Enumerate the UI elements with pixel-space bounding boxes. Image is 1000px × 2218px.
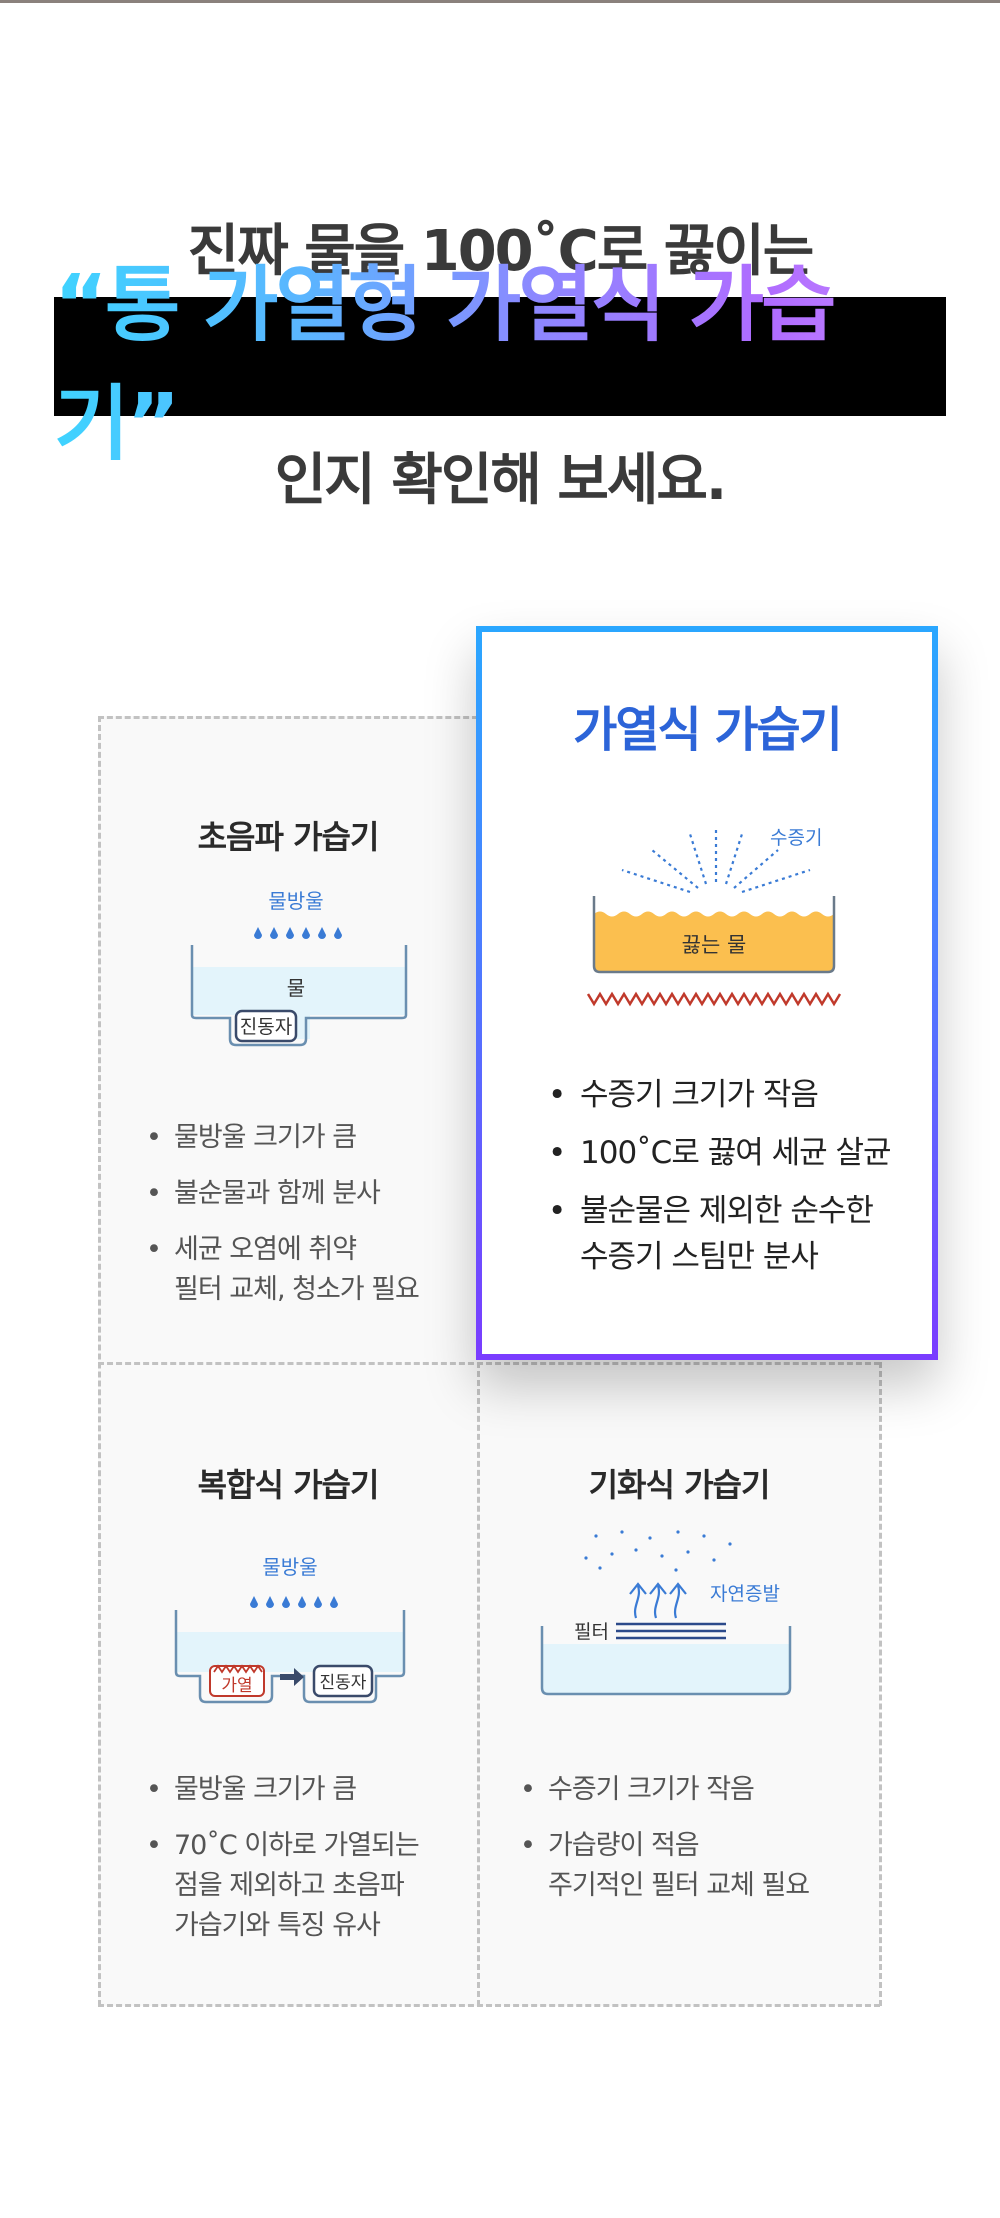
heater-coil-icon (213, 1664, 263, 1674)
grid-border (477, 1362, 480, 2006)
heating-bullets: 수증기 크기가 작음 100˚C로 끓여 세균 살균 불순물은 제외한 순수한 … (548, 1072, 892, 1292)
grid-border (879, 1362, 882, 2006)
ultrasonic-title: 초음파 가습기 (197, 818, 380, 856)
boiling-label: 끓는 물 (682, 933, 747, 957)
evaporative-title: 기화식 가습기 (588, 1466, 771, 1504)
vibrator-label: 진동자 (320, 1673, 367, 1693)
list-item: 수증기 크기가 작음 (520, 1770, 870, 1810)
droplets-icon (254, 927, 342, 939)
headline-banner: “통 가열형 가열식 가습기” (54, 258, 946, 472)
heater-coil-icon (586, 991, 842, 1007)
list-item: 100˚C로 끓여 세균 살균 (548, 1130, 892, 1176)
heating-diagram: 수증기 끓는 물 (586, 826, 842, 1007)
grid-border (98, 2004, 880, 2007)
grid-border (98, 716, 478, 719)
list-item: 물방울 크기가 큼 (146, 1118, 466, 1158)
evaporative-bullets: 수증기 크기가 작음 가습량이 적음 주기적인 필터 교체 필요 (520, 1770, 870, 1922)
grid-border (98, 716, 101, 2006)
vibrator-box (234, 1009, 298, 1043)
heater-label: 가열 (221, 1676, 252, 1696)
hybrid-title: 복합식 가습기 (197, 1466, 380, 1504)
ultrasonic-bullets: 물방울 크기가 큼 불순물과 함께 분사 세균 오염에 취약 필터 교체, 청소… (146, 1118, 466, 1326)
filter-label: 필터 (574, 1621, 609, 1643)
evaporative-diagram: 자연증발 필터 (540, 1530, 792, 1696)
tank-outline (540, 1626, 792, 1696)
headline-line1: 진짜 물을 100˚C로 끓이는 (0, 206, 1000, 287)
steam-label: 수증기 (770, 827, 822, 849)
water-label: 물 (287, 976, 305, 1000)
heating-card: 가열식 가습기 수증기 끓는 물 수증기 크기가 작음 100˚C로 끓여 세균… (476, 626, 938, 1360)
arrow-right-icon (280, 1668, 304, 1686)
list-item: 세균 오염에 취약 필터 교체, 청소가 필요 (146, 1230, 466, 1310)
heater-box (209, 1665, 265, 1697)
heating-title: 가열식 가습기 (573, 702, 843, 758)
droplets-label: 물방울 (262, 1555, 317, 1579)
filter-icon (616, 1622, 726, 1640)
pot-outline (592, 896, 836, 974)
list-item: 70˚C 이하로 가열되는 점을 제외하고 초음파 가습기와 특징 유사 (146, 1826, 466, 1946)
evaporation-arrows-icon (629, 1582, 687, 1619)
hybrid-diagram: 물방울 가열 진동자 (174, 1555, 406, 1704)
list-item: 수증기 크기가 작음 (548, 1072, 891, 1118)
top-divider (0, 0, 1000, 3)
droplets-label: 물방울 (268, 889, 323, 913)
headline-banner-text: “통 가열형 가열식 가습기” (54, 238, 946, 476)
headline-line3: 인지 확인해 보세요. (274, 448, 727, 513)
tank-outline (190, 945, 408, 1047)
droplets-icon (250, 1596, 338, 1608)
ultrasonic-diagram: 물방울 물 진동자 (190, 889, 408, 1047)
evaporation-label: 자연증발 (710, 1583, 780, 1605)
vibrator-box (312, 1664, 374, 1698)
hybrid-bullets: 물방울 크기가 큼 70˚C 이하로 가열되는 점을 제외하고 초음파 가습기와… (146, 1770, 466, 1962)
list-item: 불순물과 함께 분사 (146, 1174, 466, 1214)
list-item: 불순물은 제외한 순수한 수증기 스팀만 분사 (548, 1188, 891, 1280)
steam-icon (621, 826, 811, 894)
list-item: 가습량이 적음 주기적인 필터 교체 필요 (520, 1826, 870, 1906)
grid-border (98, 1362, 880, 1365)
mist-icon (584, 1530, 732, 1572)
list-item: 물방울 크기가 큼 (146, 1770, 466, 1810)
vibrator-label: 진동자 (240, 1016, 292, 1038)
